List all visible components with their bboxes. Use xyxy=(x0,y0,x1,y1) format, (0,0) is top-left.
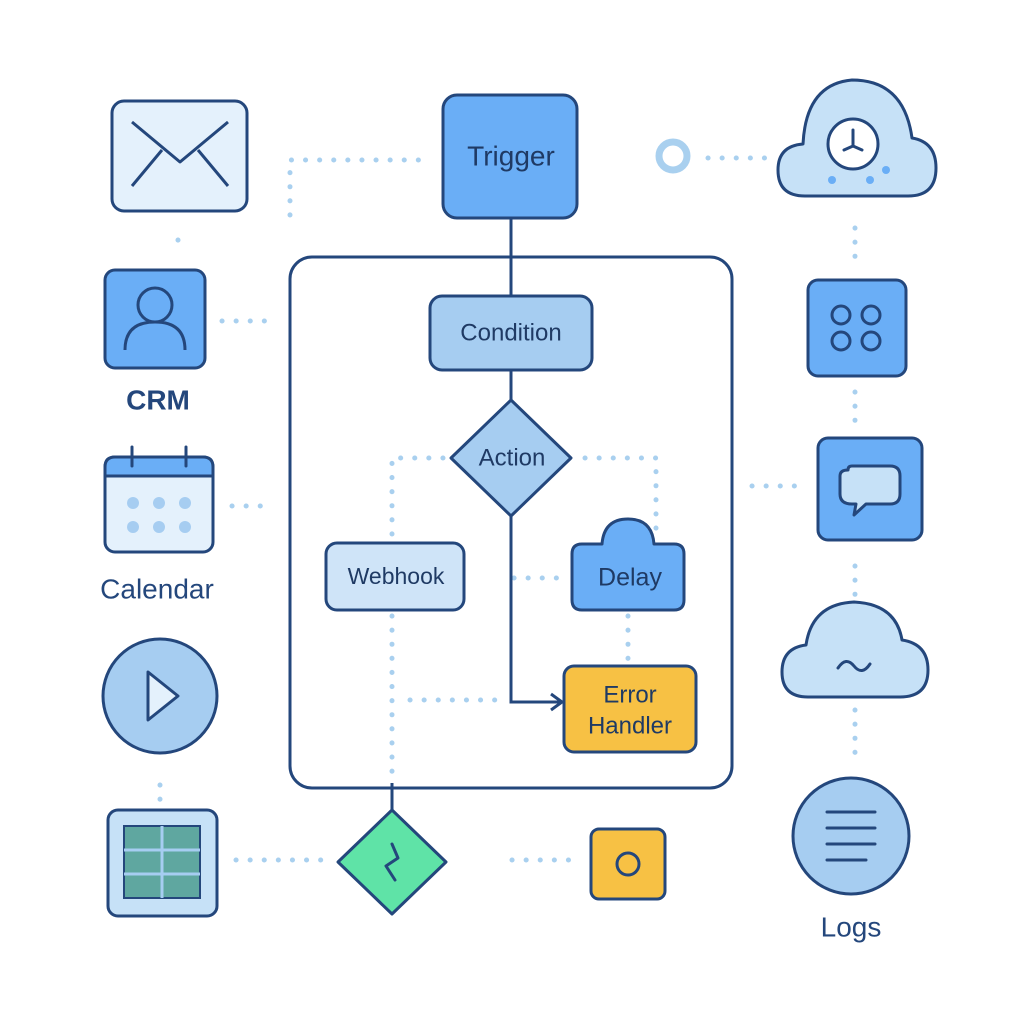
calendar-label: Calendar xyxy=(100,573,214,604)
logs-list-icon[interactable] xyxy=(791,776,911,896)
cloud-icon[interactable] xyxy=(780,600,930,699)
ring-icon xyxy=(655,138,691,174)
error-handler-node[interactable]: Error Handler xyxy=(562,664,698,754)
connector-action-delay xyxy=(582,455,659,539)
delay-label: Delay xyxy=(598,564,662,592)
bolt-diamond-icon[interactable] xyxy=(336,808,448,916)
crm-label: CRM xyxy=(126,384,190,415)
play-icon[interactable] xyxy=(101,637,219,755)
delay-node[interactable]: Delay xyxy=(570,517,686,612)
circle-tile-icon[interactable] xyxy=(589,827,667,901)
error-handler-label-line1: Error xyxy=(603,681,656,708)
connector-mail-trigger xyxy=(287,157,433,218)
condition-node[interactable]: Condition xyxy=(428,294,594,372)
trigger-label: Trigger xyxy=(467,140,555,171)
connector-action-webhook xyxy=(389,455,446,541)
cloud-clock-icon[interactable] xyxy=(776,78,938,198)
calendar-icon[interactable] xyxy=(103,445,215,554)
chat-bubble-icon[interactable] xyxy=(816,436,924,542)
dotted-connectors xyxy=(157,155,858,863)
condition-label: Condition xyxy=(460,319,561,346)
user-icon[interactable] xyxy=(103,268,207,370)
flow-action-error xyxy=(509,516,560,704)
flow-lines xyxy=(390,218,565,810)
webhook-node[interactable]: Webhook xyxy=(324,541,466,612)
action-node[interactable]: Action xyxy=(449,398,573,518)
spreadsheet-icon[interactable] xyxy=(106,808,219,918)
flow-arrow-head xyxy=(550,692,565,712)
webhook-label: Webhook xyxy=(348,563,445,589)
grid-apps-icon[interactable] xyxy=(806,278,908,378)
action-label: Action xyxy=(479,444,546,471)
error-handler-label-line2: Handler xyxy=(588,712,672,739)
logs-label: Logs xyxy=(821,911,882,942)
trigger-node[interactable]: Trigger xyxy=(441,93,579,220)
mail-icon[interactable] xyxy=(110,99,249,213)
